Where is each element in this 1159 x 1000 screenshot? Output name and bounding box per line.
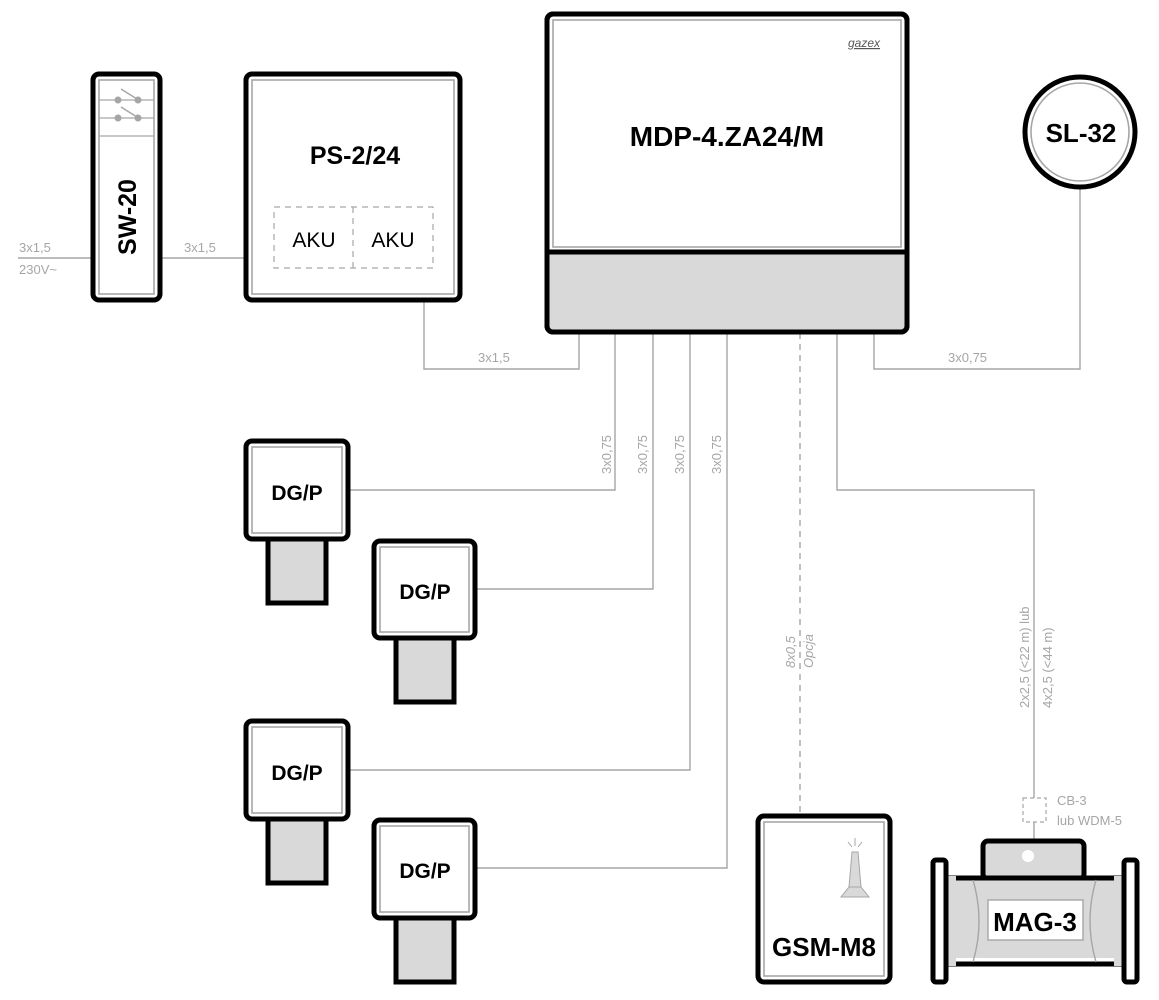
sl32-label: SL-32	[1046, 118, 1117, 148]
device-valve-mag3[interactable]: MAG-3	[930, 838, 1140, 985]
cable-label-voltage: 230V~	[19, 262, 57, 277]
wire-ps-to-mdp	[423, 301, 580, 370]
junction-label-2: lub WDM-5	[1057, 813, 1122, 828]
cable-label-ps-mdp: 3x1,5	[478, 350, 510, 365]
cable-label-dgp-4: 3x0,75	[709, 435, 724, 474]
dgp-label: DG/P	[271, 482, 322, 505]
wire-dgp-2	[475, 333, 654, 590]
device-power-supply[interactable]: PS-2/24 AKU AKU	[243, 71, 463, 303]
wire-mdp-to-sl	[873, 187, 1081, 370]
device-gsm-module[interactable]: GSM-M8	[755, 813, 893, 985]
dgp-label: DG/P	[399, 860, 450, 883]
detector-dgp-1[interactable]: DG/P	[243, 438, 351, 606]
battery-label-left: AKU	[292, 229, 335, 252]
device-controller-mdp[interactable]: gazex MDP-4.ZA24/M	[544, 11, 910, 335]
antenna-icon	[839, 838, 871, 898]
gsm-label: GSM-M8	[772, 932, 876, 962]
cable-label-gsm-option: Opcja	[801, 634, 816, 668]
dgp-label: DG/P	[271, 762, 322, 785]
sw20-label: SW-20	[114, 179, 142, 255]
device-signaller-sl32[interactable]: SL-32	[1022, 74, 1138, 190]
cable-label-sw-ps: 3x1,5	[184, 240, 216, 255]
cable-label-dgp-1: 3x0,75	[599, 435, 614, 474]
junction-label-1: CB-3	[1057, 793, 1087, 808]
wires	[18, 187, 1081, 869]
cable-label-dgp-2: 3x0,75	[635, 435, 650, 474]
device-sw20[interactable]: SW-20	[90, 71, 163, 303]
detector-dgp-3[interactable]: DG/P	[243, 718, 351, 886]
dgp-label: DG/P	[399, 581, 450, 604]
cable-label-mag-1: 2x2,5 (<22 m) lub	[1017, 606, 1032, 708]
junction-box-icon	[1022, 797, 1047, 823]
cable-label-mag-2: 4x2,5 (<44 m)	[1040, 627, 1055, 708]
wire-dgp-1	[348, 333, 616, 491]
cable-label-dgp-3: 3x0,75	[672, 435, 687, 474]
battery-label-right: AKU	[371, 229, 414, 252]
mdp-label: MDP-4.ZA24/M	[630, 121, 824, 152]
mag3-label: MAG-3	[993, 907, 1077, 937]
cable-labels: 3x1,5 230V~ 3x1,5 3x1,5 3x0,75 3x0,75 3x…	[19, 240, 1122, 828]
cable-label-mdp-sl: 3x0,75	[948, 350, 987, 365]
switch-icon	[99, 88, 154, 137]
wire-dgp-4	[475, 333, 728, 869]
wire-dgp-3	[348, 333, 691, 771]
cable-label-gsm: 8x0,5	[783, 635, 798, 668]
cable-label-mains: 3x1,5	[19, 240, 51, 255]
wire-mag	[836, 333, 1035, 842]
brand-logo: gazex	[848, 36, 881, 50]
detector-dgp-2[interactable]: DG/P	[371, 538, 478, 705]
ps-label: PS-2/24	[310, 142, 400, 170]
detector-dgp-4[interactable]: DG/P	[371, 817, 478, 985]
